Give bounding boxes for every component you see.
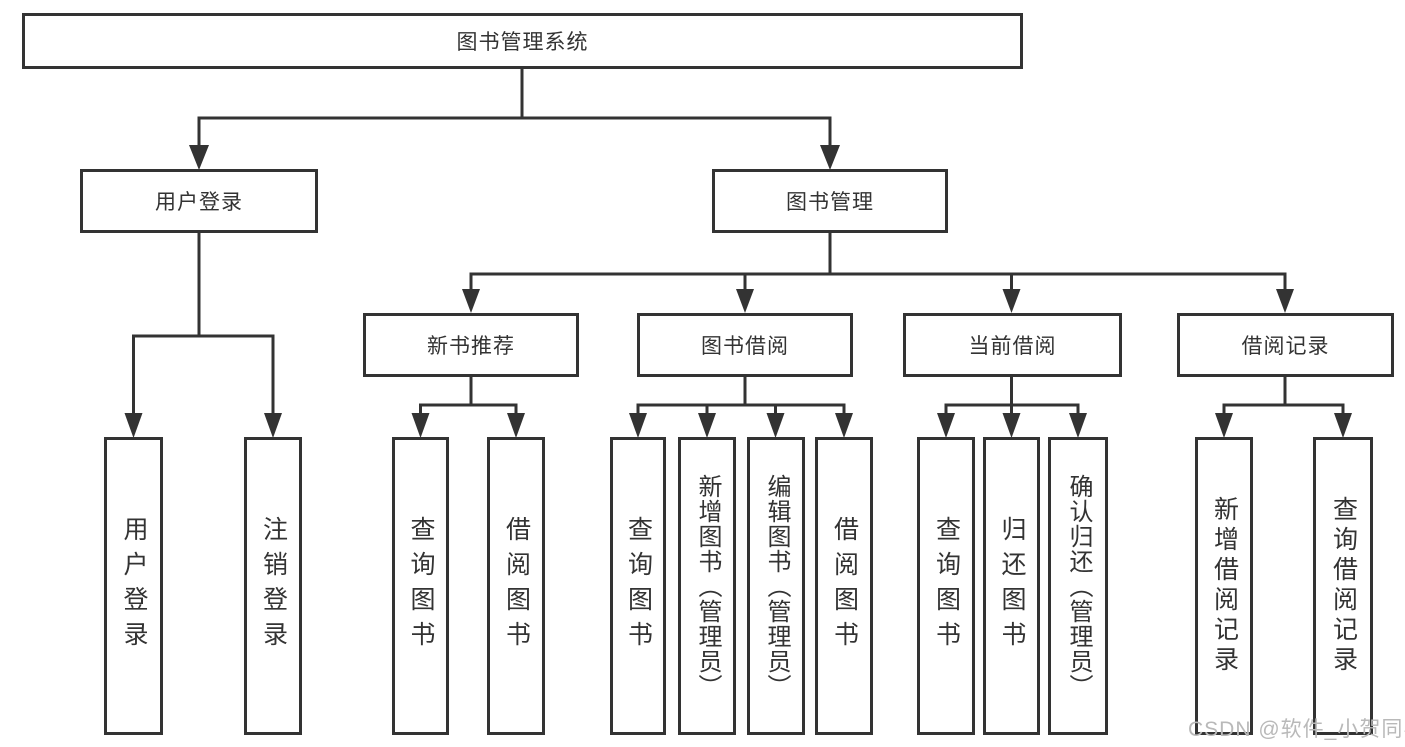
leaf-logout-label: 注销登录 — [259, 516, 288, 656]
leaf-query-borrow-record-label: 查询借阅记录 — [1329, 496, 1358, 676]
leaf-query-borrow-record: 查询借阅记录 — [1313, 437, 1373, 735]
leaf-add-borrow-record-label: 新增借阅记录 — [1210, 496, 1239, 676]
leaf-query-books-borrowing: 查询图书 — [610, 437, 666, 735]
leaf-query-books-current: 查询图书 — [917, 437, 975, 735]
watermark: CSDN @软件_小贺同学 — [1188, 718, 1405, 741]
node-book-borrowing: 图书借阅 — [637, 313, 853, 377]
leaf-add-book-admin: 新增图书（管理员） — [678, 437, 736, 735]
leaf-add-borrow-record: 新增借阅记录 — [1195, 437, 1253, 735]
leaf-edit-book-admin: 编辑图书（管理员） — [747, 437, 805, 735]
node-user-login: 用户登录 — [80, 169, 318, 233]
leaf-borrow-books-borrowing: 借阅图书 — [815, 437, 873, 735]
leaf-borrow-books-recommend-label: 借阅图书 — [502, 516, 531, 656]
node-current-borrowing: 当前借阅 — [903, 313, 1122, 377]
leaf-borrow-books-recommend: 借阅图书 — [487, 437, 545, 735]
node-borrowing-records: 借阅记录 — [1177, 313, 1394, 377]
leaf-edit-book-admin-label: 编辑图书（管理员） — [763, 473, 790, 699]
leaf-query-books-current-label: 查询图书 — [932, 516, 961, 656]
leaf-add-book-admin-label: 新增图书（管理员） — [694, 473, 721, 699]
leaf-confirm-return-admin-label: 确认归还（管理员） — [1065, 473, 1092, 699]
node-book-management: 图书管理 — [712, 169, 948, 233]
leaf-borrow-books-borrowing-label: 借阅图书 — [830, 516, 859, 656]
node-library-management-system: 图书管理系统 — [22, 13, 1023, 69]
leaf-confirm-return-admin: 确认归还（管理员） — [1048, 437, 1108, 735]
leaf-query-books-recommend: 查询图书 — [392, 437, 449, 735]
leaf-return-book: 归还图书 — [983, 437, 1040, 735]
leaf-user-login-label: 用户登录 — [120, 516, 148, 656]
leaf-user-login: 用户登录 — [104, 437, 163, 735]
leaf-return-book-label: 归还图书 — [998, 516, 1026, 656]
leaf-query-books-recommend-label: 查询图书 — [407, 516, 435, 656]
node-new-book-recommend: 新书推荐 — [363, 313, 579, 377]
leaf-logout: 注销登录 — [244, 437, 302, 735]
leaf-query-books-borrowing-label: 查询图书 — [624, 516, 653, 656]
